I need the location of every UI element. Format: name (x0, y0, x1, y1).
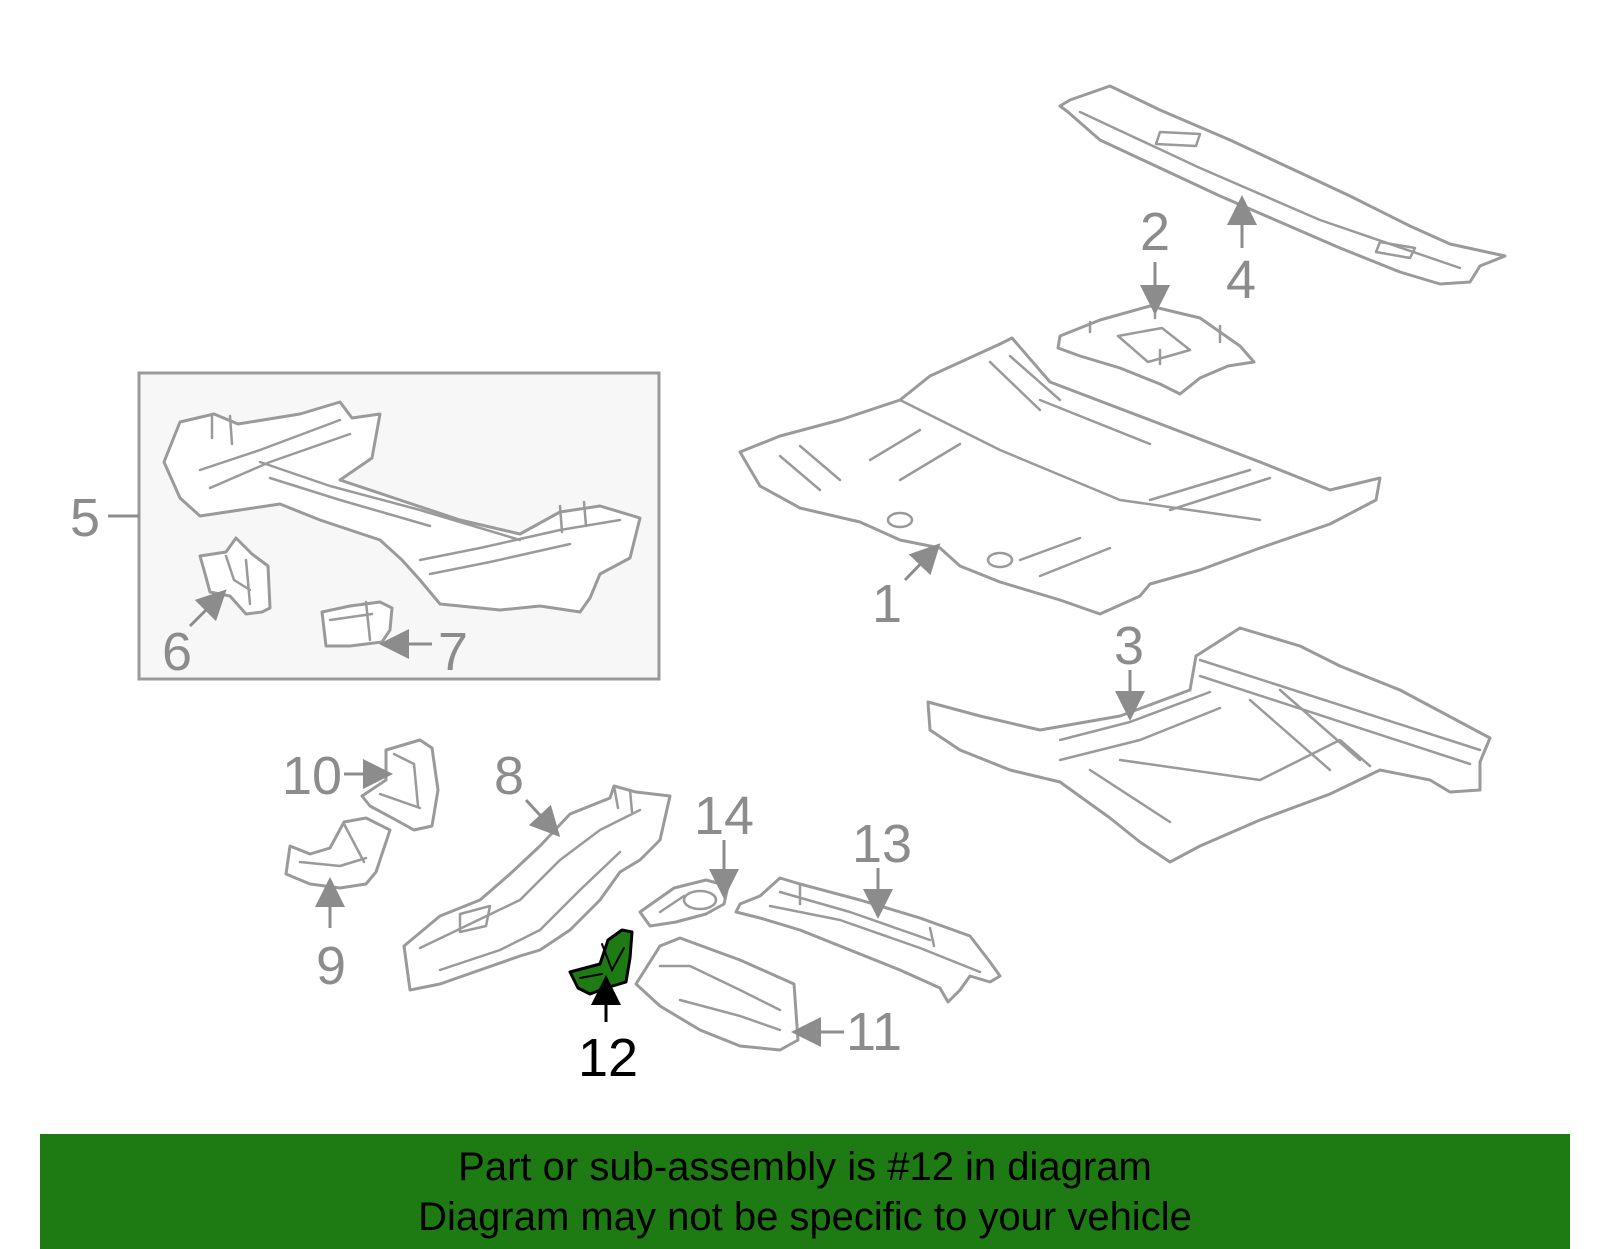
leader-lines (108, 195, 1257, 1047)
callout-8: 8 (494, 746, 524, 806)
callout-1: 1 (872, 574, 902, 634)
part-14-bracket[interactable] (638, 878, 730, 928)
part-8-frame-rail[interactable] (402, 784, 672, 992)
part-5-front-frame-assembly[interactable] (162, 400, 642, 614)
part-6-bracket[interactable] (198, 536, 272, 616)
callout-5: 5 (70, 488, 100, 548)
part-9-bracket[interactable] (284, 816, 392, 890)
part-13-cross-rail[interactable] (734, 876, 1002, 1004)
callout-3: 3 (1114, 616, 1144, 676)
callout-2: 2 (1140, 202, 1170, 262)
callout-10: 10 (282, 746, 342, 806)
callout-7: 7 (438, 622, 468, 682)
part-2-mounting-plate[interactable] (1056, 302, 1256, 396)
info-banner: Part or sub-assembly is #12 in diagram D… (40, 1134, 1570, 1249)
part-4-cross-member[interactable] (1058, 84, 1507, 286)
callout-6: 6 (162, 622, 192, 682)
part-10-bracket[interactable] (360, 738, 440, 832)
callout-13: 13 (852, 814, 912, 874)
callout-11: 11 (846, 1002, 902, 1062)
callout-9: 9 (316, 936, 346, 996)
callout-12: 12 (578, 1028, 638, 1088)
part-7-bracket[interactable] (320, 600, 394, 648)
callout-4: 4 (1226, 250, 1256, 310)
banner-line-part-info: Part or sub-assembly is #12 in diagram (458, 1145, 1152, 1189)
part-11-panel[interactable] (634, 936, 800, 1052)
part-12-bracket-highlighted[interactable] (568, 928, 634, 996)
part-1-floor-pan[interactable] (738, 336, 1382, 616)
callout-labels: 1 2 3 4 5 6 7 8 9 10 11 12 13 14 (70, 202, 1256, 1088)
part-3-rear-frame[interactable] (926, 626, 1492, 864)
callout-14: 14 (694, 786, 754, 846)
banner-line-disclaimer: Diagram may not be specific to your vehi… (418, 1195, 1192, 1239)
